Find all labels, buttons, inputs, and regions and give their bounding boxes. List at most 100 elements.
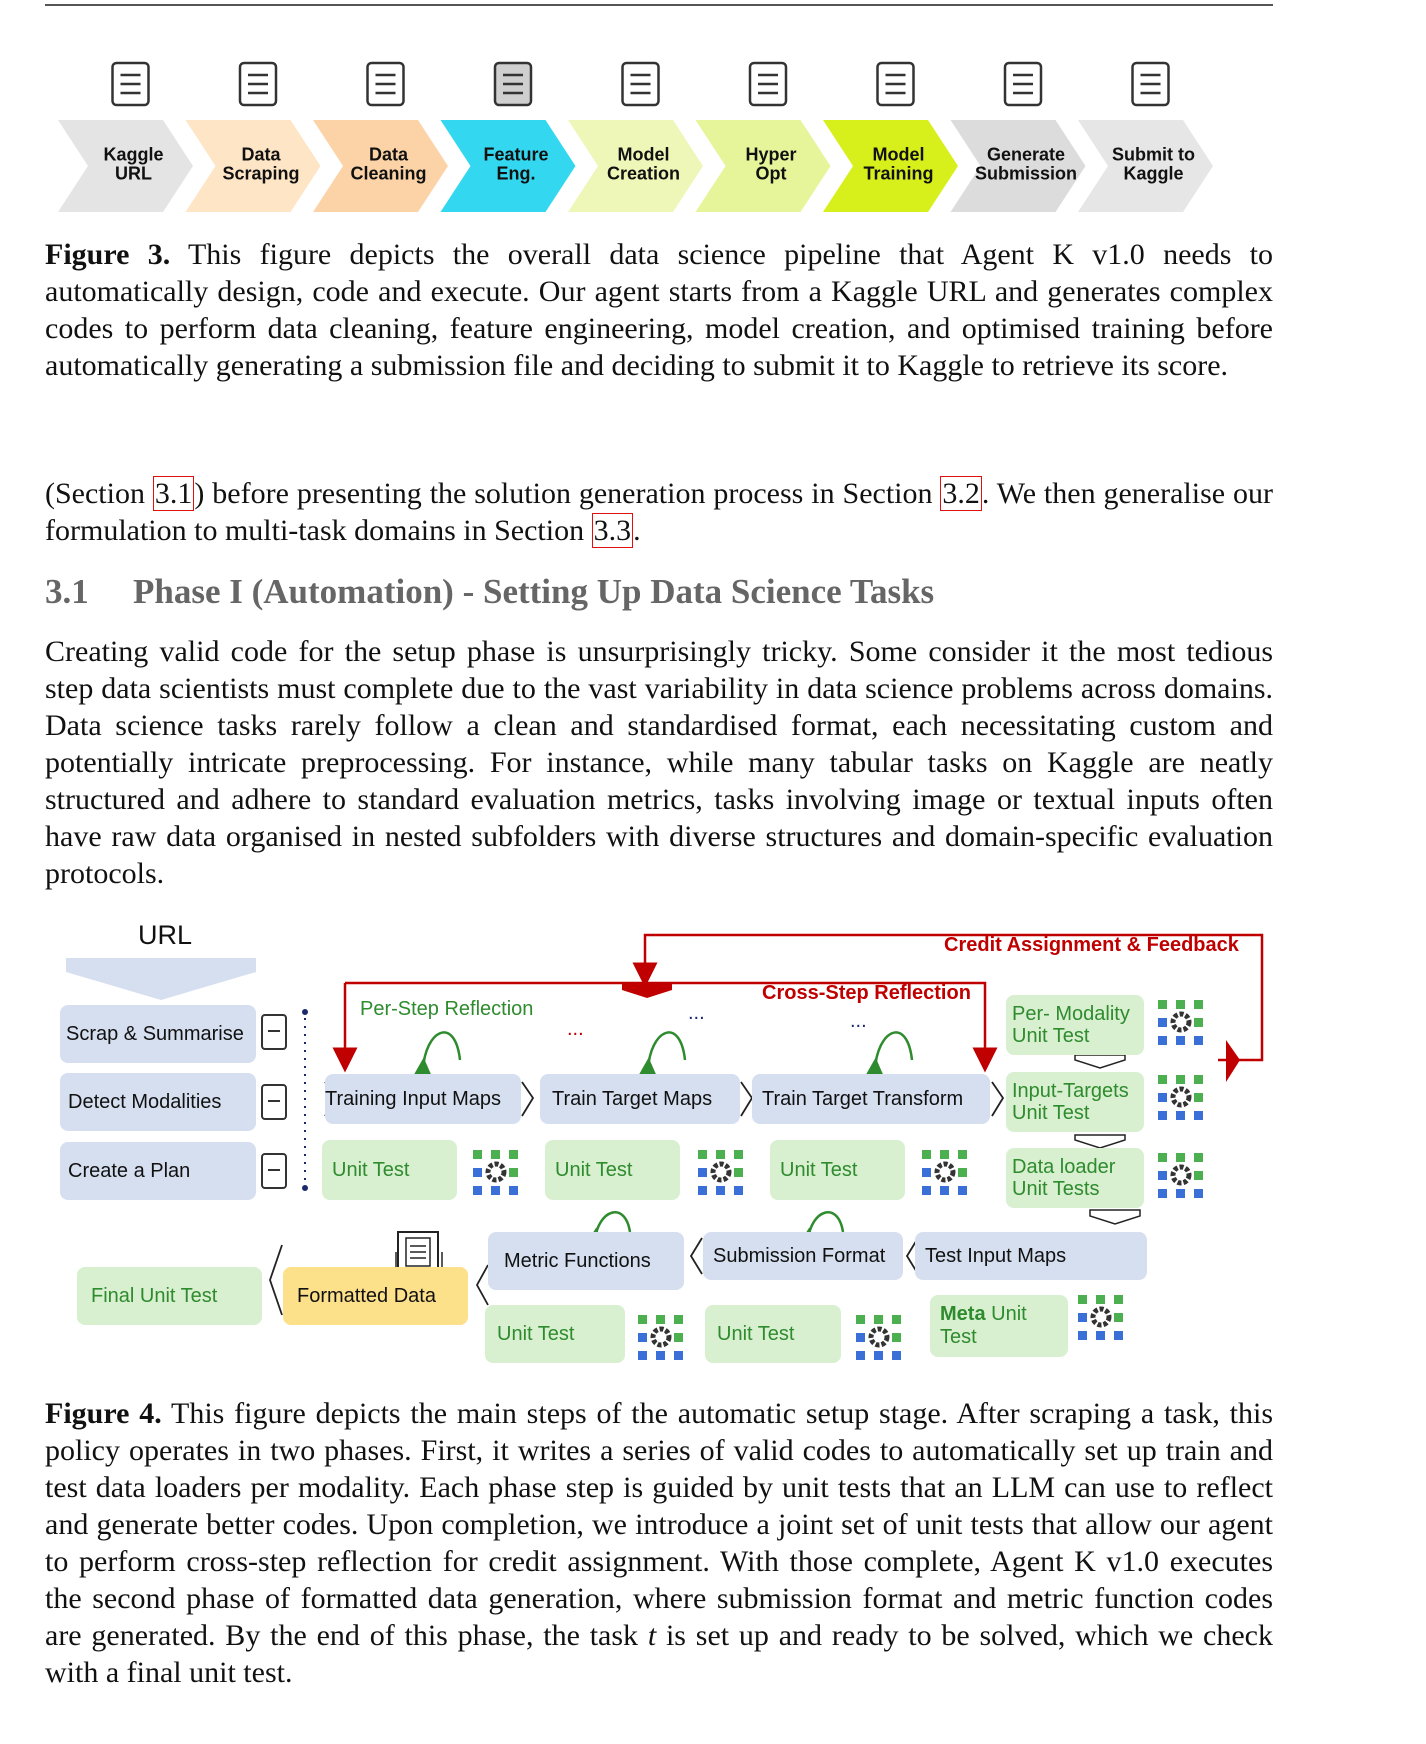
section-number: 3.1 [45, 572, 89, 611]
dots-label: ... [688, 1002, 705, 1024]
meta-bold: Meta [940, 1303, 986, 1325]
magnifier-network-icon [748, 61, 788, 107]
www-globe-icon [111, 61, 150, 107]
pipeline-stage-label: Opt [756, 164, 787, 184]
pipeline-stage-label: Scraping [222, 164, 299, 184]
pipeline-stage-label: Generate [987, 145, 1065, 165]
figure4-diagram: URL Credit Assignment & Feedback Cross-S… [0, 920, 1426, 1380]
gear-grid-icon [1158, 1153, 1203, 1198]
pipeline-stage [950, 120, 1086, 212]
figure3-caption-text: This figure depicts the overall data sci… [45, 238, 1273, 382]
pipeline-stage [440, 120, 576, 212]
credit-feedback-tip [1226, 1040, 1240, 1082]
pipeline-stage-label: Model [618, 145, 670, 165]
figure3-caption: Figure 3. This figure depicts the overal… [45, 236, 1273, 384]
figure4-caption: Figure 4. This figure depicts the main s… [45, 1395, 1273, 1691]
top-rule [45, 4, 1273, 6]
meta-rest: Unit Test [940, 1303, 1027, 1348]
document-lines-icon [1003, 61, 1043, 107]
brain-circuit-icon [876, 61, 915, 107]
figure4-caption-label: Figure 4. [45, 1397, 162, 1430]
gear-grid-icon [1078, 1295, 1123, 1340]
detect-modalities-box: Detect Modalities [60, 1073, 256, 1131]
database-stack-icon [621, 61, 660, 107]
gear-grid-icon [1158, 1075, 1203, 1120]
unit-test-box: Unit Test [770, 1140, 905, 1200]
pipeline-stage-label: Eng. [497, 164, 536, 184]
gear-grid-icon [473, 1150, 518, 1195]
metric-functions-box: Metric Functions [488, 1232, 684, 1290]
cross-step-junction [622, 982, 672, 998]
url-arrow [66, 958, 256, 1000]
pipeline-stage [1078, 120, 1213, 212]
formatted-data-box: Formatted Data [283, 1267, 468, 1325]
gear-grid-icon [856, 1315, 901, 1360]
reflection-arc-icon [581, 1211, 632, 1254]
unit-test-box: Unit Test [545, 1140, 680, 1200]
unit-test-box: Unit Test [322, 1140, 457, 1200]
figure3-caption-label: Figure 3. [45, 238, 171, 271]
gear-globe-icon [261, 1084, 287, 1120]
robot-icon [261, 1014, 287, 1050]
gear-grid-icon [1158, 1000, 1203, 1045]
pipeline-stage-label: Data [241, 145, 281, 165]
credit-feedback-arrow [632, 933, 1264, 1062]
train-target-maps-box: Train Target Maps [540, 1074, 740, 1124]
intro-text: ) before presenting the solution generat… [194, 477, 941, 510]
pipeline-stage-label: Model [873, 145, 925, 165]
section-ref-3-2[interactable]: 3.2 [940, 476, 982, 511]
pipeline-stage-label: Submission [975, 164, 1077, 184]
pipeline-stage [695, 120, 831, 212]
dots-label: ... [567, 1018, 584, 1040]
pipeline-stage-label: Data [369, 145, 409, 165]
intro-text: (Section [45, 477, 153, 510]
train-target-transform-box: Train Target Transform [752, 1074, 990, 1124]
funnel-icon [493, 61, 533, 107]
section-ref-3-1[interactable]: 3.1 [152, 476, 195, 511]
section-heading: 3.1 Phase I (Automation) - Setting Up Dat… [45, 572, 934, 612]
reflection-arc-icon [409, 1031, 462, 1084]
pipeline-stage-label: Hyper [745, 145, 796, 165]
cross-step-label: Cross-Step Reflection [762, 982, 971, 1004]
section-ref-3-3[interactable]: 3.3 [591, 513, 634, 548]
figure4-caption-text: This figure depicts the main steps of th… [45, 1397, 1273, 1652]
pipeline-stage-label: Cleaning [350, 164, 426, 184]
section-title: Phase I (Automation) - Setting Up Data S… [133, 572, 935, 611]
intro-text: . [633, 514, 641, 547]
credit-assignment-label: Credit Assignment & Feedback [944, 934, 1239, 956]
unit-test-box: Unit Test [705, 1305, 841, 1363]
meta-unit-test-box: Meta Unit Test [930, 1295, 1068, 1357]
reflection-arc-icon [861, 1031, 914, 1084]
scrap-summarise-box: Scrap & Summarise [60, 1005, 256, 1063]
reflection-arc-icon [794, 1211, 845, 1254]
pipeline-stage [568, 120, 703, 212]
server-broom-icon [366, 61, 405, 107]
figure4-connectors [66, 933, 1264, 1360]
checklist-icon [261, 1153, 287, 1189]
figure3-pipeline: KaggleURLDataScrapingDataCleaningFeature… [58, 61, 1213, 212]
task-variable: t [647, 1619, 657, 1652]
pipeline-stage [185, 120, 321, 212]
document-download-icon [238, 61, 278, 107]
pipeline-stage [313, 120, 448, 212]
section-body: Creating valid code for the setup phase … [45, 635, 1273, 890]
pipeline-stage [58, 120, 193, 212]
cross-step-arrow [345, 981, 998, 1073]
training-input-maps-box: Training Input Maps [325, 1074, 521, 1124]
gear-grid-icon [698, 1150, 743, 1195]
pipeline-stage-label: Kaggle [1123, 164, 1183, 184]
reflection-arc-icon [634, 1031, 687, 1084]
pipeline-stage-label: URL [115, 164, 152, 184]
pipeline-stage-label: Kaggle [103, 145, 163, 165]
per-step-label: Per-Step Reflection [360, 998, 534, 1020]
intro-paragraph: (Section 3.1) before presenting the solu… [45, 475, 1273, 549]
unit-test-box: Unit Test [485, 1305, 625, 1363]
gear-grid-icon [638, 1315, 683, 1360]
per-modality-unit-test-box: Per- Modality Unit Test [1006, 995, 1144, 1055]
create-plan-box: Create a Plan [60, 1142, 256, 1200]
url-label: URL [138, 920, 193, 950]
pipeline-stage [823, 120, 958, 212]
pipeline-stage-label: Training [863, 164, 933, 184]
upload-file-icon [1131, 61, 1170, 107]
pipeline-stage-label: Feature [483, 145, 548, 165]
